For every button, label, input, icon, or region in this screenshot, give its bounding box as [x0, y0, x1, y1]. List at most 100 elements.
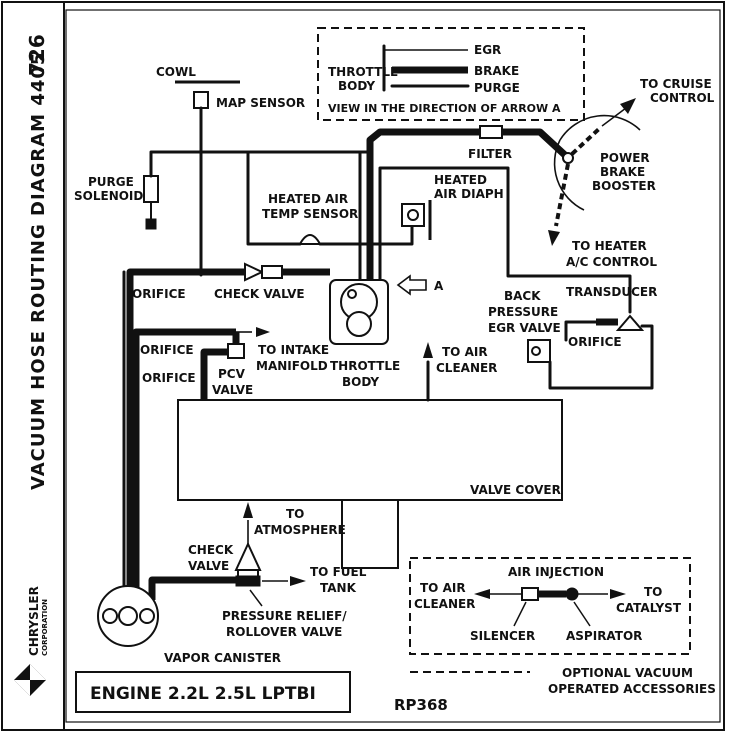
tank-label: TANK [320, 581, 357, 595]
diagram-code: RP368 [394, 696, 448, 714]
heater-control-hose [554, 163, 570, 227]
heated-label: HEATED [434, 173, 487, 187]
check-valve-body [261, 265, 283, 279]
purge-top-hose [149, 150, 372, 178]
back-label: BACK [504, 289, 541, 303]
inset-to-label: TO [644, 585, 662, 599]
ac-control-label: A/C CONTROL [566, 255, 657, 269]
to-cruise-label: TO CRUISE [640, 77, 712, 91]
pcv-hose [200, 332, 240, 400]
orifice-label-3: ORIFICE [142, 371, 196, 385]
control-label: CONTROL [650, 91, 715, 105]
inner-frame [65, 9, 721, 723]
relief-leader [249, 589, 263, 607]
brake-booster-hose-a [366, 128, 480, 280]
orifice-label-4: ORIFICE [568, 335, 622, 349]
legend-line-2: OPERATED ACCESSORIES [548, 682, 716, 696]
egr-valve-hose [564, 320, 598, 342]
manifold-label: MANIFOLD [256, 359, 328, 373]
diagram-number: 726 [25, 34, 49, 76]
cruise-control-hose [570, 126, 602, 156]
air-injection-inset [409, 557, 691, 655]
to-fuel-label: TO FUEL [310, 565, 367, 579]
transducer [615, 314, 645, 331]
canister-to-check-valve-hose [126, 268, 245, 600]
valve-label: VALVE [188, 559, 229, 573]
transducer-return-hose [548, 324, 654, 390]
valve-cover-label: VALVE COVER [470, 483, 561, 497]
map-sensor [193, 91, 209, 109]
air-injection-title: AIR INJECTION [508, 565, 604, 579]
booster-outline-top [559, 114, 641, 141]
silencer-label: SILENCER [470, 629, 535, 643]
booster-label: BOOSTER [592, 179, 656, 193]
aspirator [565, 587, 579, 601]
pressure-relief-valve [235, 575, 261, 587]
power-label: POWER [600, 151, 650, 165]
legend-line-1: OPTIONAL VACUUM [562, 666, 693, 680]
inset-throttle-label: THROTTLE [328, 65, 398, 79]
aspirator-label: ASPIRATOR [566, 629, 642, 643]
pressure-relief-label: PRESSURE RELIEF/ [222, 609, 347, 623]
atmosphere-label: ATMOSPHERE [254, 523, 346, 537]
throttle-body-inset [317, 27, 585, 121]
pcv-valve-label: VALVE [212, 383, 253, 397]
pentastar-logo [14, 664, 46, 696]
throttle-port [347, 289, 357, 299]
temp-sensor-hose [246, 150, 302, 246]
check-label: CHECK [188, 543, 234, 557]
solenoid-label: SOLENOID [74, 189, 143, 203]
map-sensor-label: MAP SENSOR [216, 96, 305, 110]
canister-to-relief-hose [148, 576, 236, 600]
inset-purge-label: PURGE [474, 81, 520, 95]
pcv-valve [227, 343, 245, 359]
brand-name: CHRYSLER [27, 586, 41, 656]
inset-air-cleaner-arrow-icon [474, 589, 490, 599]
filter-label: FILTER [468, 147, 512, 161]
egr-transducer-hose [378, 166, 632, 314]
engine-label: ENGINE 2.2L 2.5L LPTBI [90, 684, 316, 704]
air-diaph-label: AIR DIAPH [434, 187, 504, 201]
to-air-label: TO AIR [442, 345, 488, 359]
inset-view-note: VIEW IN THE DIRECTION OF ARROW A [328, 102, 561, 115]
to-heater-label: TO HEATER [572, 239, 647, 253]
diaphragm-port [407, 209, 419, 221]
inset-cleaner-label: CLEANER [414, 597, 475, 611]
valve-cover [177, 399, 563, 501]
engine-box [75, 671, 351, 713]
booster-outline [553, 139, 585, 211]
silencer [521, 587, 539, 601]
inset-brake-label: BRAKE [474, 64, 519, 78]
purge-label: PURGE [88, 175, 134, 189]
canister-port-1 [102, 608, 118, 624]
vapor-canister-label: VAPOR CANISTER [164, 651, 281, 665]
vacuum-filter [479, 125, 503, 139]
pressure-label: PRESSURE [488, 305, 558, 319]
temp-sensor-label: TEMP SENSOR [262, 207, 358, 221]
to-air-cleaner-arrow-icon [423, 342, 433, 358]
rollover-valve-label: ROLLOVER VALVE [226, 625, 342, 639]
to-intake-label: TO INTAKE [258, 343, 329, 357]
cleaner-label: CLEANER [436, 361, 497, 375]
canister-port-3 [139, 608, 155, 624]
purge-solenoid-connector [145, 218, 157, 230]
temp-sensor [298, 234, 322, 245]
inset-catalyst-label: CATALYST [616, 601, 682, 615]
inset-to-air-label: TO AIR [420, 581, 466, 595]
canister-port-2 [118, 606, 138, 626]
brake-label: BRAKE [600, 165, 645, 179]
throttle-plate [346, 311, 372, 337]
orifice-label-1: ORIFICE [132, 287, 186, 301]
inset-catalyst-arrow-icon [610, 589, 626, 599]
engine-block [341, 499, 399, 569]
intake-orifice-hose [132, 328, 236, 600]
atmosphere-check-valve [234, 541, 262, 571]
to-intake-arrow-icon [256, 327, 270, 337]
arrow-a-label: A [434, 279, 444, 293]
fuel-tank-arrow-icon [290, 576, 306, 586]
egr-valve-port [531, 346, 541, 356]
brand-subtitle: CORPORATION [41, 599, 49, 656]
cruise-arrow-shaft [601, 107, 627, 127]
